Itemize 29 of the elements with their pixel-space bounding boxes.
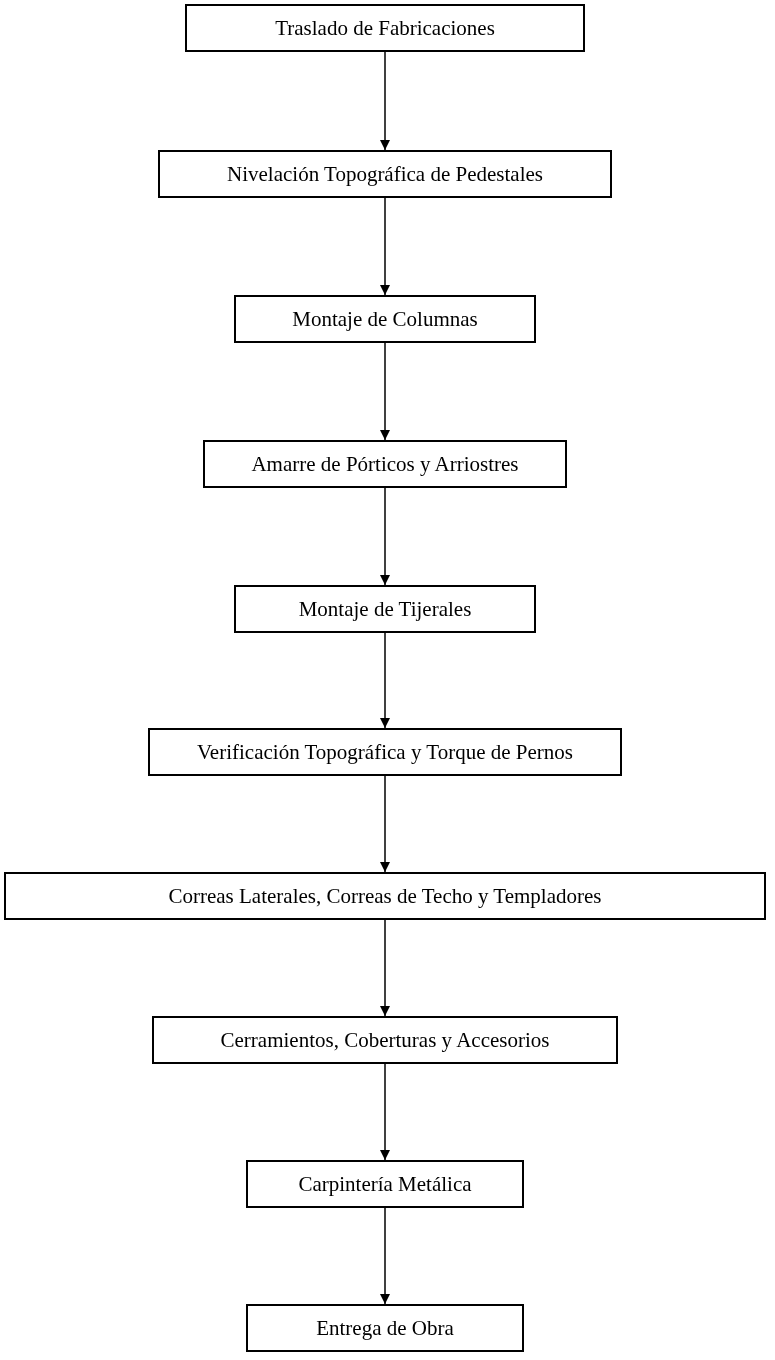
step-label: Entrega de Obra xyxy=(316,1314,454,1342)
process-box xyxy=(152,1016,618,1064)
process-box xyxy=(158,150,612,198)
process-box xyxy=(185,4,585,52)
step-label: Traslado de Fabricaciones xyxy=(275,14,495,42)
step-label: Verificación Topográfica y Torque de Pernos xyxy=(197,738,573,766)
step-label: Amarre de Pórticos y Arriostres xyxy=(251,450,519,478)
process-box xyxy=(4,872,766,920)
arrow xyxy=(380,1063,390,1161)
arrow xyxy=(380,51,390,151)
step-label: Montaje de Columnas xyxy=(292,305,478,333)
step-label: Cerramientos, Coberturas y Accesorios xyxy=(220,1026,550,1054)
process-box xyxy=(246,1160,524,1208)
process-box xyxy=(148,728,622,776)
step-label: Nivelación Topográfica de Pedestales xyxy=(227,160,543,188)
step-label: Montaje de Tijerales xyxy=(298,595,472,623)
arrow xyxy=(380,775,390,873)
step-label: Correas Laterales, Correas de Techo y Templadores xyxy=(168,882,602,910)
arrow xyxy=(380,1207,390,1305)
arrow xyxy=(380,197,390,296)
process-box xyxy=(234,295,536,343)
arrow xyxy=(380,342,390,441)
arrow xyxy=(380,487,390,586)
arrow xyxy=(380,632,390,729)
step-label: Carpintería Metálica xyxy=(298,1170,472,1198)
arrow xyxy=(380,919,390,1017)
process-box xyxy=(203,440,567,488)
process-box xyxy=(246,1304,524,1352)
process-box xyxy=(234,585,536,633)
